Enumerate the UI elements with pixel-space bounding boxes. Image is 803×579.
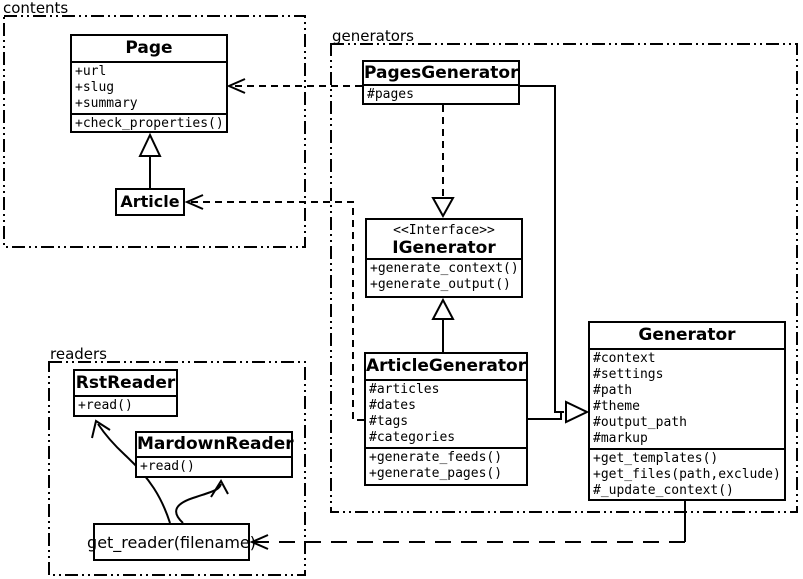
- arrow-pagesgenerator-to-page: [226, 78, 362, 94]
- attribute: +slug: [75, 80, 115, 95]
- arrow-article-to-page: [138, 132, 162, 188]
- method: #_update_context(): [593, 483, 734, 498]
- attribute: #categories: [369, 430, 456, 445]
- method: +check_properties(): [75, 116, 224, 131]
- arrow-getreader-to-mardownreader: [175, 479, 229, 524]
- class-mardownreader-methods: +read(): [137, 456, 291, 476]
- class-igenerator-header: <<Interface>> IGenerator: [367, 220, 521, 258]
- method: +generate_pages(): [369, 466, 503, 481]
- class-igenerator-title: IGenerator: [392, 238, 496, 258]
- box-get-reader-label: get_reader(filename): [87, 532, 256, 552]
- method: +generate_feeds(): [369, 450, 503, 465]
- method: +get_templates(): [593, 451, 719, 466]
- arrow-articlegenerator-to-igenerator: [431, 297, 455, 352]
- class-page-title: Page: [125, 38, 173, 58]
- class-pagesgenerator-attributes: #pages: [364, 84, 518, 104]
- package-border-generators: [330, 43, 798, 513]
- class-pagesgenerator-title: PagesGenerator: [364, 63, 519, 83]
- class-articlegenerator: ArticleGenerator #articles #dates #tags …: [364, 352, 528, 486]
- method: +read(): [78, 398, 133, 413]
- class-igenerator-methods: +generate_context() +generate_output(): [367, 258, 521, 294]
- class-generator: Generator #context #settings #path #them…: [588, 321, 786, 501]
- arrow-getreader-to-rstreader: [91, 419, 171, 524]
- attribute: #tags: [369, 414, 409, 429]
- package-border-contents: [3, 15, 306, 248]
- class-page-attributes: +url +slug +summary: [72, 61, 226, 113]
- class-articlegenerator-title: ArticleGenerator: [366, 356, 527, 376]
- arrow-generator-to-getreader: [249, 501, 686, 550]
- class-igenerator: <<Interface>> IGenerator +generate_conte…: [365, 218, 523, 298]
- method: +get_files(path,exclude): [593, 467, 781, 482]
- attribute: #settings: [593, 367, 664, 382]
- class-igenerator-stereotype: <<Interface>>: [393, 223, 495, 238]
- class-pagesgenerator: PagesGenerator #pages: [362, 60, 520, 105]
- attribute: #theme: [593, 399, 640, 414]
- class-article-title: Article: [120, 192, 180, 211]
- class-generator-title: Generator: [638, 325, 736, 345]
- class-rstreader: RstReader +read(): [73, 369, 178, 417]
- attribute: +summary: [75, 96, 138, 111]
- package-border-readers: [48, 361, 306, 576]
- class-rstreader-title: RstReader: [75, 373, 176, 393]
- class-articlegenerator-attributes: #articles #dates #tags #categories: [366, 379, 526, 447]
- attribute: #articles: [369, 382, 440, 397]
- class-page: Page +url +slug +summary +check_properti…: [70, 34, 228, 133]
- attribute: #output_path: [593, 415, 687, 430]
- attribute: #context: [593, 351, 656, 366]
- arrow-generators-to-generator: [520, 85, 590, 424]
- arrow-articlegenerator-to-article: [184, 194, 364, 421]
- attribute: #pages: [367, 87, 414, 102]
- box-get-reader: get_reader(filename): [87, 523, 256, 561]
- attribute: #path: [593, 383, 633, 398]
- attribute: +url: [75, 64, 107, 79]
- class-article: Article: [115, 188, 185, 216]
- class-generator-attributes: #context #settings #path #theme #output_…: [590, 348, 784, 448]
- attribute: #dates: [369, 398, 416, 413]
- class-rstreader-methods: +read(): [75, 395, 176, 415]
- method: +generate_output(): [370, 277, 511, 292]
- class-page-methods: +check_properties(): [72, 113, 226, 133]
- method: +read(): [140, 459, 195, 474]
- class-mardownreader: MardownReader +read(): [135, 431, 294, 478]
- class-articlegenerator-methods: +generate_feeds() +generate_pages(): [366, 447, 526, 483]
- arrow-pagesgenerator-to-igenerator: [431, 105, 455, 219]
- package-label-contents: contents: [3, 0, 69, 17]
- class-mardownreader-title: MardownReader: [137, 434, 294, 454]
- package-label-generators: generators: [332, 27, 414, 45]
- method: +generate_context(): [370, 261, 519, 276]
- class-generator-methods: +get_templates() +get_files(path,exclude…: [590, 448, 784, 500]
- package-label-readers: readers: [50, 345, 107, 363]
- attribute: #markup: [593, 431, 648, 446]
